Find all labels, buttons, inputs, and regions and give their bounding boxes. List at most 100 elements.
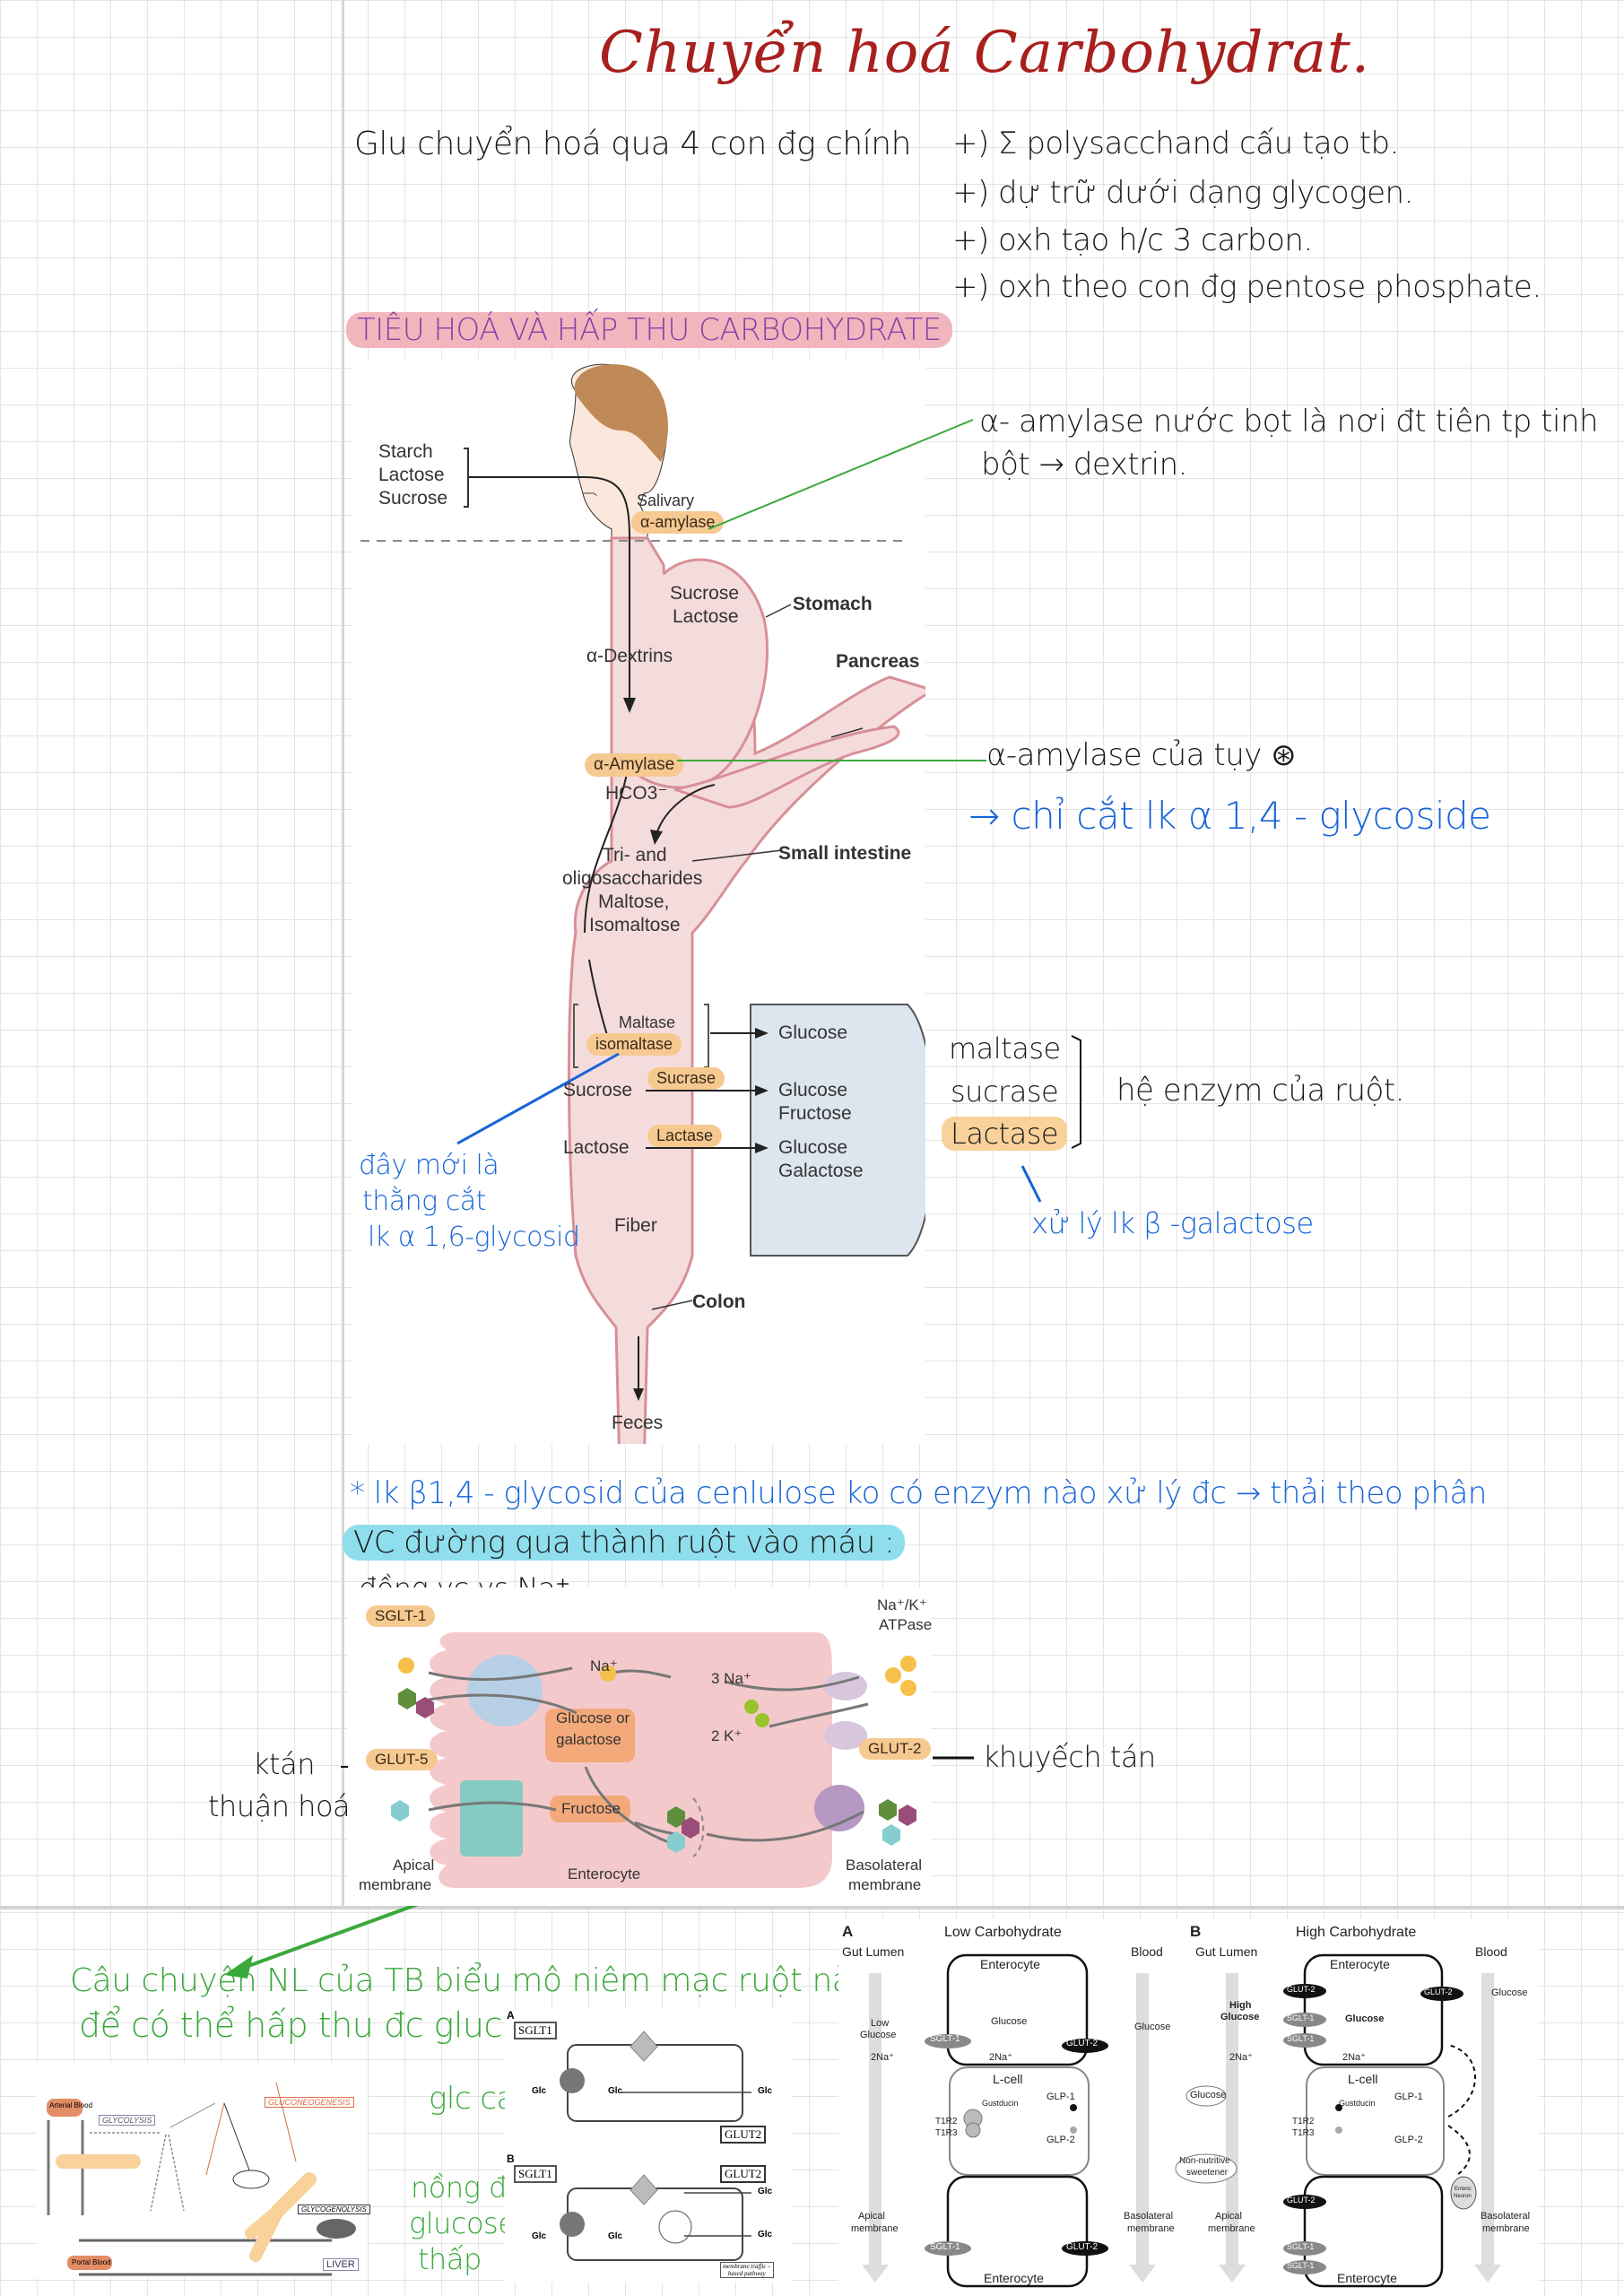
glp2-label: GLP-2 — [1394, 2135, 1423, 2145]
salivary-note: bột → dextrin. — [981, 447, 1187, 483]
hair — [574, 364, 668, 462]
digestive-tract-drawing — [360, 363, 925, 1444]
oligo-label: Tri- and — [603, 845, 667, 865]
enzyme-list-item: maltase — [949, 1031, 1061, 1065]
lactase-note: xử lý lk β -galactose — [1031, 1206, 1314, 1240]
t1r3-label: T1R3 — [1292, 2128, 1315, 2138]
page-title: Chuyển hoá Carbohydrat. — [599, 20, 1371, 86]
fructose-label: Fructose — [561, 1800, 621, 1817]
lactase-badge: Lactase — [647, 1125, 723, 1147]
glp1-label: GLP-1 — [1046, 2092, 1075, 2102]
panel-b-label: B — [507, 2152, 515, 2165]
pancreatic-note: α-amylase của tụy ⊛ — [986, 737, 1297, 773]
gluconeogenesis-label: GLUCONEOGENESIS — [265, 2097, 354, 2108]
basolateral-label: Basolateral — [1124, 2211, 1174, 2222]
lactose-substrate: Lactose — [563, 1137, 630, 1158]
enterocyte-label: Enterocyte — [568, 1866, 641, 1883]
enterocyte-label: Enterocyte — [1330, 1957, 1390, 1971]
arterial-blood-label: Arterial Blood — [49, 2101, 93, 2109]
fiber-label: Fiber — [614, 1215, 657, 1236]
small-intestine-label: Small intestine — [778, 843, 912, 864]
liver-label: LIVER — [323, 2258, 359, 2271]
carb-comparison-drawing — [862, 1953, 1501, 2288]
lcell-label: L-cell — [993, 2072, 1023, 2086]
salivary-note: α- amylase nước bọt là nơi đt tiên tp ti… — [979, 404, 1599, 439]
glycolysis-label: GLYCOLYSIS — [99, 2115, 156, 2126]
sglt1-box: SGLT1 — [514, 2165, 557, 2183]
enzymes-caption: hệ enzym của ruột. — [1116, 1073, 1405, 1109]
section-heading-text: TIÊU HOÁ VÀ HẤP THU CARBOHYDRATE — [346, 312, 952, 348]
glc-gal-label: galactose — [556, 1731, 621, 1748]
input-lactose: Lactose — [378, 465, 445, 485]
stomach-content: Sucrose — [670, 583, 740, 604]
section-heading-digestion: TIÊU HOÁ VÀ HẤP THU CARBOHYDRATE — [346, 310, 952, 350]
bicarbonate-label: HCO3⁻ — [605, 783, 668, 804]
glucose-oval-label: Glucose — [1190, 2090, 1227, 2100]
section-heading-text: VC đường qua thành ruột vào máu : — [343, 1525, 906, 1561]
high-carb-title: High Carbohydrate — [1296, 1925, 1417, 1940]
energy-question: Câu chuyện NL của TB biểu mô niêm mạc ru… — [70, 1962, 959, 1999]
glut2-badge: GLUT-2 — [859, 1738, 931, 1760]
blood-label: Blood — [1131, 1944, 1163, 1959]
isomaltase-note: lk α 1,6-glycosid — [368, 1222, 580, 1253]
sglt1-pill: SGLT-1 — [1287, 2242, 1315, 2251]
product-glucose: Glucose — [778, 1022, 848, 1043]
basolateral-label: Basolateral — [846, 1857, 923, 1874]
apical-label: Apical — [393, 1857, 435, 1874]
pancreas-label: Pancreas — [836, 651, 920, 672]
glut2-pill: GLUT-2 — [1066, 2242, 1099, 2252]
glycogenolysis-label: GLYCOGENOLYSIS — [298, 2205, 370, 2214]
gut-lumen-label: Gut Lumen — [842, 1944, 905, 1959]
glc-label: Glc — [532, 2231, 547, 2241]
digestion-figure: Starch Lactose Sucrose Salivary α-amylas… — [352, 359, 925, 1444]
section-heading-transport: VC đường qua thành ruột vào máu : — [343, 1523, 906, 1562]
panel-a-letter: A — [842, 1923, 854, 1940]
three-na-label: 3 Na⁺ — [711, 1670, 751, 1687]
sglt1-pill: SGLT-1 — [1287, 2013, 1315, 2022]
sglt1-box: SGLT1 — [514, 2022, 557, 2039]
glc-label: Glc — [532, 2086, 547, 2096]
apical-label: membrane — [1208, 2223, 1255, 2234]
enzyme-list-item: sucrase — [951, 1074, 1059, 1109]
two-na-label: 2Na⁺ — [871, 2052, 894, 2063]
feces-label: Feces — [612, 1413, 664, 1433]
maltase-label: Maltase — [619, 1013, 676, 1031]
product-galactose: Galactose — [778, 1161, 864, 1181]
pump-label: ATPase — [879, 1616, 933, 1633]
glucose-label: Glucose — [1345, 2013, 1385, 2024]
nns-label: sweetener — [1186, 2168, 1229, 2178]
traffic-line: based pathway — [727, 2270, 766, 2277]
enterocyte-label: Enterocyte — [980, 1957, 1040, 1971]
glut2-box: GLUT2 — [720, 2165, 767, 2183]
pump-label: Na⁺/K⁺ — [877, 1596, 927, 1613]
product-glucose: Glucose — [778, 1080, 848, 1100]
intro-item: +) oxh tạo h/c 3 carbon. — [952, 222, 1313, 258]
apical-label: Apical — [858, 2211, 885, 2222]
glut2-box: GLUT2 — [720, 2126, 767, 2144]
low-carb-title: Low Carbohydrate — [944, 1925, 1062, 1940]
t1r2-label: T1R2 — [935, 2117, 958, 2126]
glut2-pill: GLUT-2 — [1424, 1987, 1453, 1996]
product-glucose: Glucose — [778, 1137, 848, 1158]
isomaltase-note: thằng cắt — [362, 1186, 486, 1217]
glp2-label: GLP-2 — [1046, 2135, 1075, 2145]
enteric-neuron-label: Neuron — [1454, 2194, 1472, 2199]
enzyme-list-item-highlighted: Lactase — [942, 1116, 1068, 1152]
enterocyte-drawing — [391, 1632, 916, 1888]
high-glucose-label: High — [1229, 2000, 1252, 2011]
sglt1-pill: SGLT-1 — [1287, 2261, 1315, 2270]
cellulose-note: * lk β1,4 - glycosid của cenlulose ko có… — [350, 1475, 1487, 1511]
apical-label: Apical — [1215, 2211, 1242, 2222]
pancreatic-amylase-badge: α-Amylase — [585, 753, 684, 777]
oligo-label: Maltose, — [598, 891, 670, 912]
energy-question: để có thể hấp thu đc glucose — [79, 2005, 560, 2045]
isomaltase-note: đây mới là — [359, 1150, 499, 1181]
sglt1-pill: SGLT-1 — [1287, 2034, 1315, 2043]
stomach-content: Lactose — [673, 606, 739, 627]
membrane-traffic-box: membrane traffic – based pathway — [720, 2262, 774, 2278]
basolateral-label: membrane — [848, 1876, 922, 1893]
blood-label: Blood — [1475, 1944, 1507, 1959]
low-glucose-label: Low — [871, 2018, 890, 2029]
panel-b-letter: B — [1190, 1923, 1202, 1940]
two-k-label: 2 K⁺ — [711, 1727, 743, 1744]
